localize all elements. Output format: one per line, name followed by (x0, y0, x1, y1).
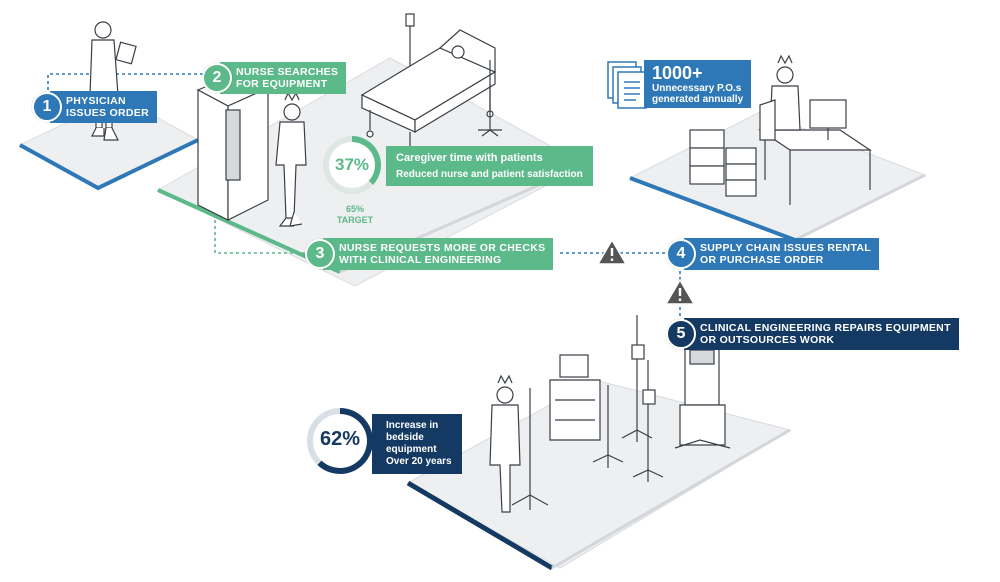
step-label: SUPPLY CHAIN ISSUES RENTAL OR PURCHASE O… (684, 238, 879, 270)
po-stat-line2: generated annually (652, 94, 744, 105)
step-number: 1 (32, 92, 62, 122)
equipment-stat-line2: bedside (386, 432, 424, 443)
equipment-progress-ring (307, 408, 373, 474)
po-stat-line1: Unnecessary P.O.s (652, 83, 742, 94)
step-number: 5 (666, 319, 696, 349)
step-number: 3 (305, 239, 335, 269)
supply-cabinet-illustration (196, 71, 270, 221)
step-label: NURSE REQUESTS MORE OR CHECKS WITH CLINI… (323, 238, 554, 270)
po-stat-count: 1000+ (652, 63, 703, 83)
document-stack-icon (607, 61, 647, 109)
equipment-stat-line1: Increase in (386, 420, 439, 431)
step-3-nurse-requests: 3 NURSE REQUESTS MORE OR CHECKS WITH CLI… (305, 238, 554, 270)
step-1-physician-issues-order: 1 PHYSICIAN ISSUES ORDER (32, 91, 157, 123)
warning-icon (665, 279, 695, 305)
step-label: NURSE SEARCHES FOR EQUIPMENT (220, 62, 347, 94)
step-5-clinical-engineering: 5 CLINICAL ENGINEERING REPAIRS EQUIPMENT… (666, 318, 959, 350)
equipment-illustration (489, 315, 731, 513)
step-label: PHYSICIAN ISSUES ORDER (50, 91, 157, 123)
warning-icon (597, 239, 627, 265)
caregiver-stat-line1: Caregiver time with patients (396, 152, 543, 164)
supply-desk-illustration (689, 54, 872, 205)
nurse-illustration (275, 91, 307, 227)
step-4-supply-chain: 4 SUPPLY CHAIN ISSUES RENTAL OR PURCHASE… (666, 238, 879, 270)
caregiver-target: 65% TARGET (336, 204, 374, 225)
equipment-stat-line4: Over 20 years (386, 456, 452, 467)
equipment-stat-line3: equipment (386, 444, 437, 455)
equipment-stat-box: Increase in bedside equipment Over 20 ye… (372, 414, 462, 474)
caregiver-percent: 37% (334, 155, 370, 174)
step-number: 4 (666, 239, 696, 269)
hospital-bed-illustration (360, 13, 502, 158)
equipment-percent: 62% (319, 428, 361, 450)
po-stat-box: 1000+ Unnecessary P.O.s generated annual… (644, 60, 752, 108)
caregiver-stat-box: Caregiver time with patients Reduced nur… (386, 146, 593, 186)
step-label: CLINICAL ENGINEERING REPAIRS EQUIPMENT O… (684, 318, 959, 350)
step-2-nurse-searches: 2 NURSE SEARCHES FOR EQUIPMENT (202, 62, 347, 94)
step-number: 2 (202, 63, 232, 93)
caregiver-stat-line2: Reduced nurse and patient satisfaction (396, 169, 583, 180)
caregiver-progress-ring (323, 136, 381, 194)
